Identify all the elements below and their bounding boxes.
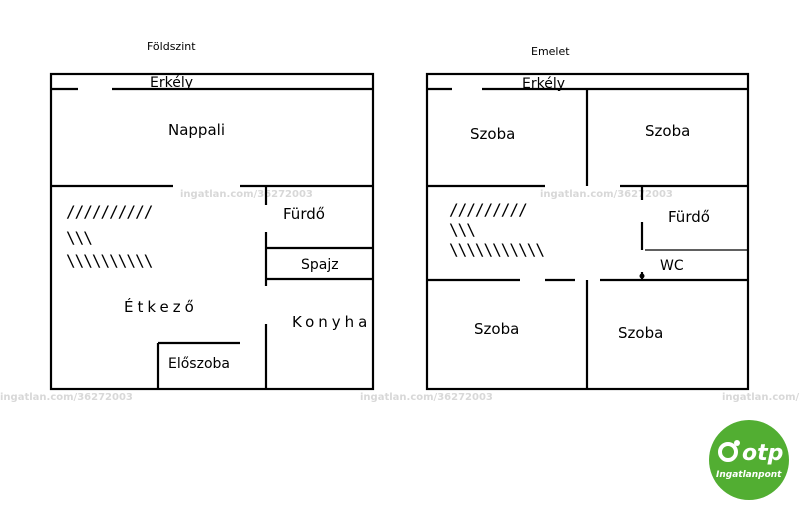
ground-floor-plan: Földszint Erkély Nappali Fürdő Spajz Kon…: [49, 40, 375, 391]
upper-floor-plan: Emelet Erkély Szoba Szoba Fürdő WC Szoba…: [425, 45, 750, 391]
logo-subtitle: Ingatlanpont: [716, 470, 782, 480]
ground-floor-outline: [49, 72, 375, 391]
stairs-line: \\\: [449, 220, 475, 239]
ground-pantry-label: Spajz: [301, 257, 339, 273]
ground-bathroom-label: Fürdő: [283, 205, 325, 223]
ground-balcony-label: Erkély: [150, 75, 193, 91]
upper-bathroom-label: Fürdő: [668, 208, 710, 226]
ground-hall-label: Előszoba: [168, 356, 230, 372]
stairs-line: /////////: [449, 200, 527, 219]
stairs-line: //////////: [66, 202, 153, 221]
upper-room-top-left-label: Szoba: [470, 125, 515, 143]
stairs-line: \\\\\\\\\\\: [449, 240, 544, 259]
upper-wc-label: WC: [660, 258, 684, 274]
watermark-text: ingatlan.com/36272003: [722, 392, 800, 403]
otp-mark-icon: [718, 440, 740, 462]
ground-kitchen-label: Konyha: [292, 313, 371, 331]
ground-floor-title: Földszint: [147, 40, 196, 53]
stairs-line: \\\: [66, 228, 92, 247]
watermark-text: ingatlan.com/36272003: [0, 392, 133, 403]
upper-stairs: ///////// \\\ \\\\\\\\\\\: [449, 200, 545, 259]
stairs-line: \\\\\\\\\\: [66, 251, 153, 270]
otp-ingatlanpont-logo: otp Ingatlanpont: [709, 420, 789, 500]
logo-circle: [709, 420, 789, 500]
ground-dining-label: Étkező: [124, 297, 198, 316]
watermark-text: ingatlan.com/36272003: [540, 189, 673, 200]
watermark-text: ingatlan.com/36272003: [360, 392, 493, 403]
upper-room-bottom-right-label: Szoba: [618, 324, 663, 342]
upper-balcony-label: Erkély: [522, 76, 565, 92]
ground-stairs: ////////// \\\ \\\\\\\\\\: [66, 202, 154, 270]
upper-room-bottom-left-label: Szoba: [474, 320, 519, 338]
watermarks: ingatlan.com/36272003 ingatlan.com/36272…: [0, 189, 800, 403]
upper-room-top-right-label: Szoba: [645, 122, 690, 140]
upper-floor-title: Emelet: [531, 45, 570, 58]
logo-brand: otp: [742, 441, 783, 466]
watermark-text: ingatlan.com/36272003: [180, 189, 313, 200]
ground-living-room-label: Nappali: [168, 121, 225, 139]
